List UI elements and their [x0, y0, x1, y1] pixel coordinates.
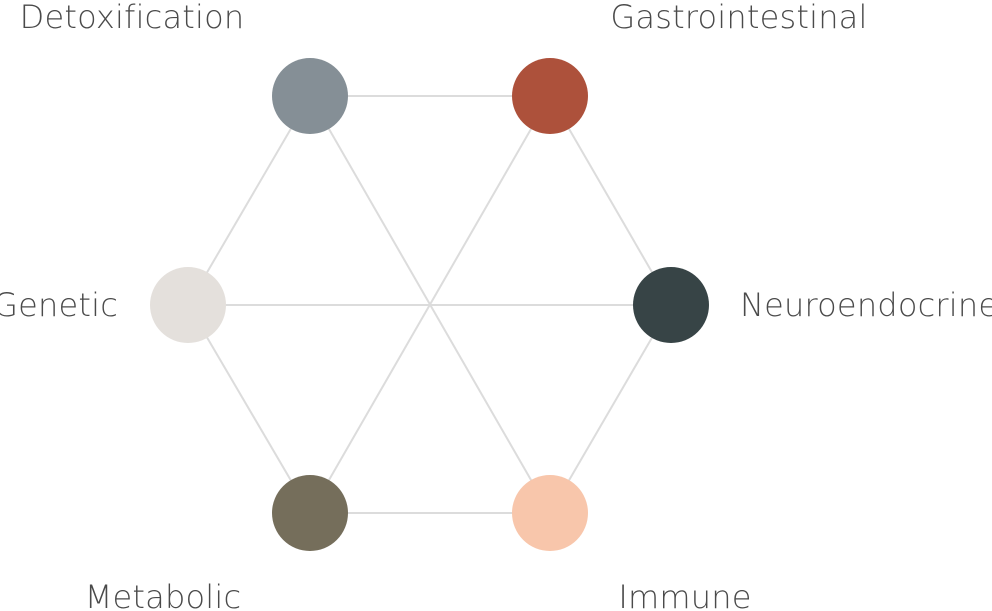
edge-gi-neuro [549, 95, 672, 306]
neuroendocrine-label: Neuroendocrine [740, 286, 992, 324]
node-genetic: Genetic [0, 267, 226, 343]
metabolic-circle [272, 475, 348, 551]
immune-circle [512, 475, 588, 551]
node-gastrointestinal: Gastrointestinal [512, 0, 867, 134]
edge-metabolic-genetic [187, 304, 311, 514]
neuroendocrine-circle [633, 267, 709, 343]
edge-neuro-immune [549, 304, 672, 514]
detoxification-label: Detoxification [20, 0, 245, 36]
edge-genetic-detox [187, 95, 311, 306]
node-detoxification: Detoxification [20, 0, 348, 134]
node-metabolic: Metabolic [85, 475, 348, 611]
genetic-label: Genetic [0, 286, 118, 324]
genetic-circle [150, 267, 226, 343]
gastrointestinal-circle [512, 58, 588, 134]
immune-label: Immune [618, 578, 751, 611]
node-neuroendocrine: Neuroendocrine [633, 267, 992, 343]
node-immune: Immune [512, 475, 751, 611]
connection-lines [187, 95, 672, 514]
metabolic-label: Metabolic [85, 578, 242, 611]
gastrointestinal-label: Gastrointestinal [610, 0, 867, 36]
detoxification-circle [272, 58, 348, 134]
